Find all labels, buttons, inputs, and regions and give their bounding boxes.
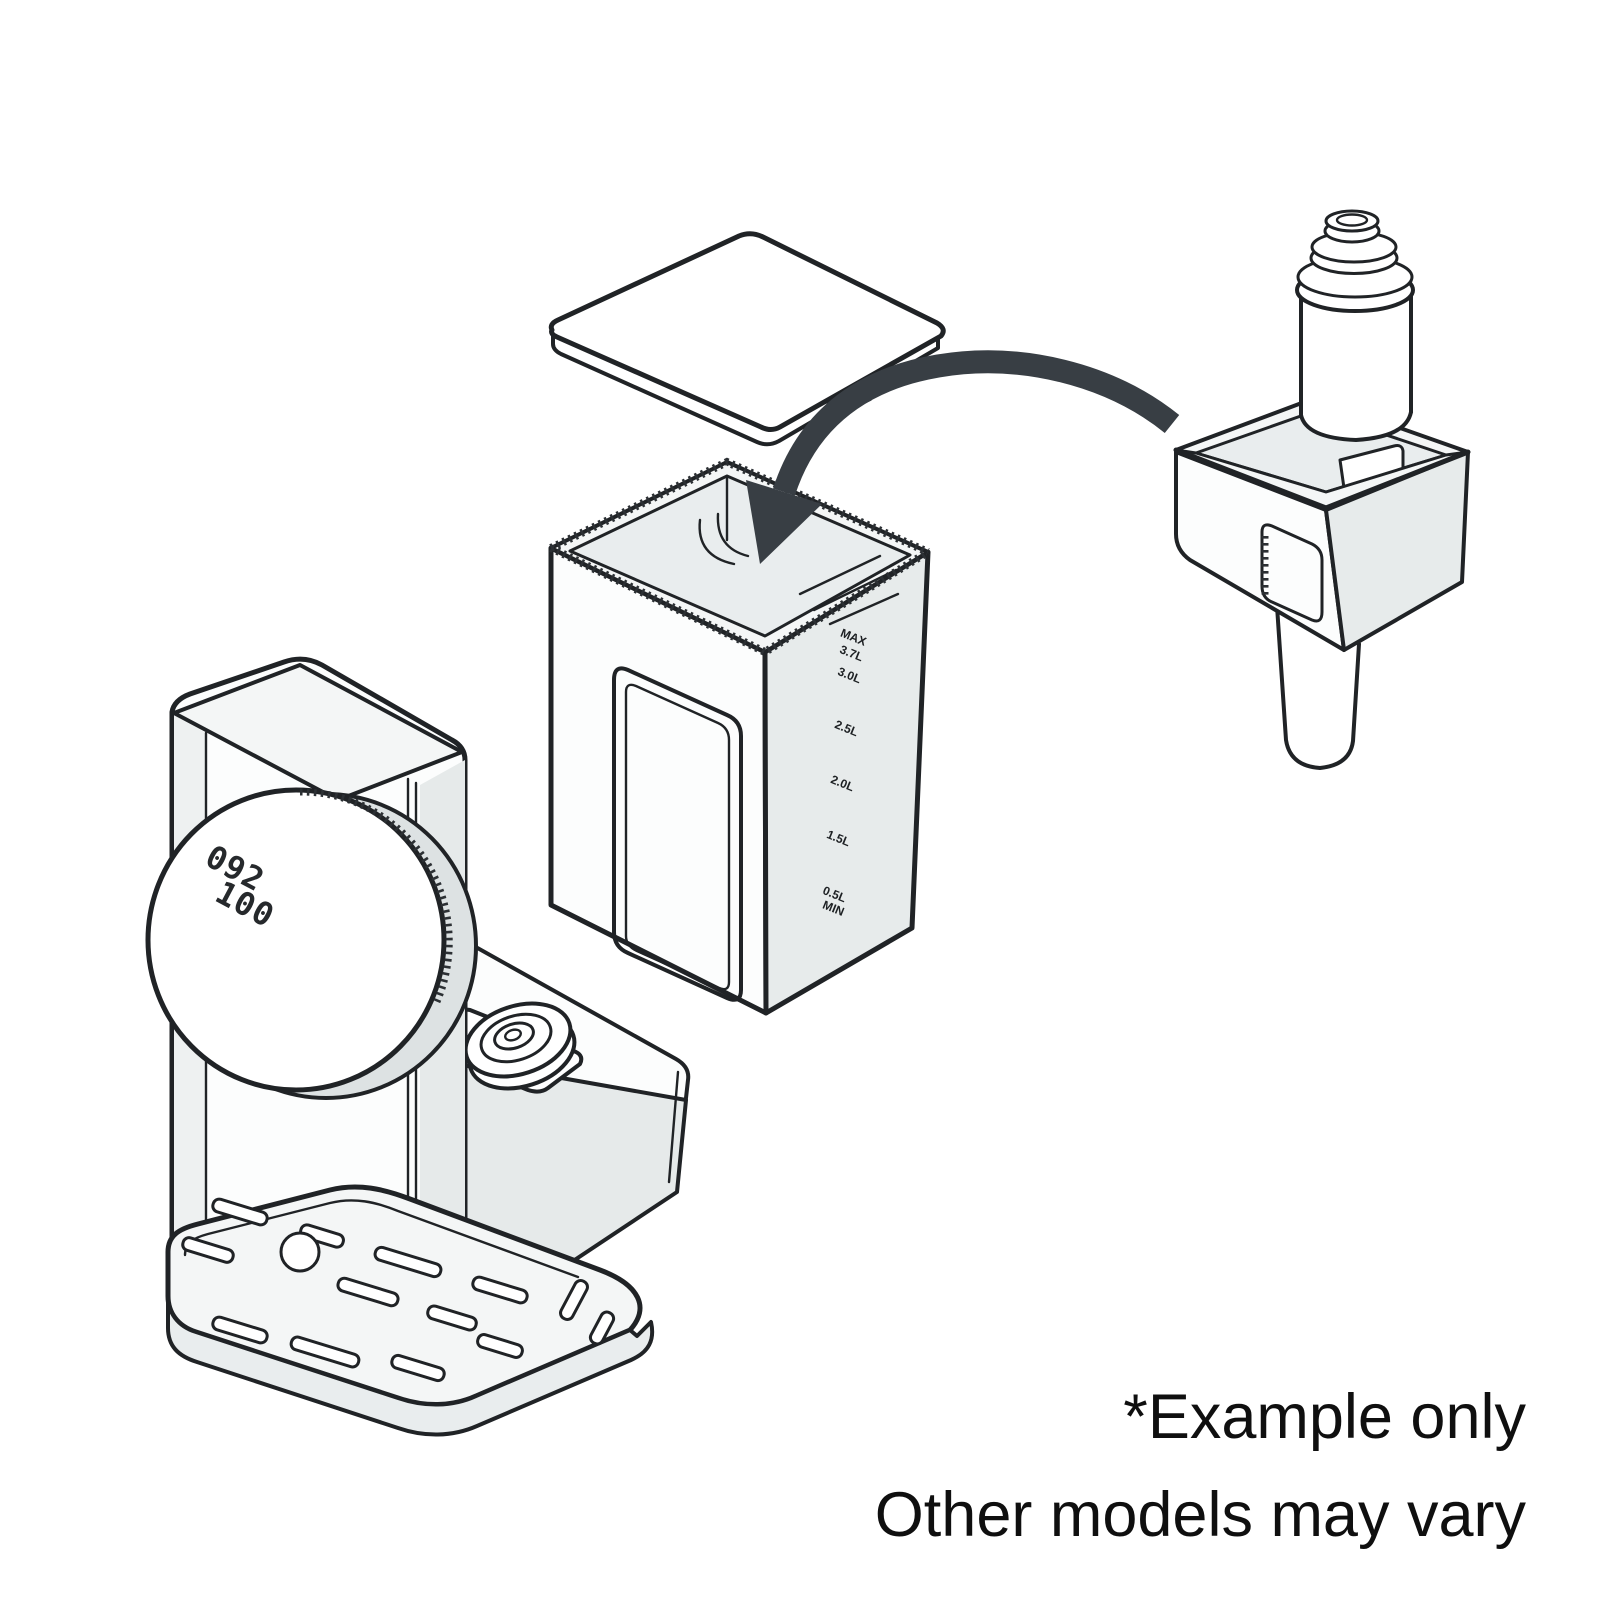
filter-assembly [1173, 209, 1471, 770]
holder-left-face [1174, 450, 1346, 652]
filter-cap [1295, 209, 1415, 313]
tank-lid [548, 231, 946, 447]
water-tank: MAX 3.7L 3.0L 2.5L 2.0L 1.5L 0.5L MIN [548, 457, 931, 1016]
drip-tray [165, 1184, 655, 1437]
caption-line-1: *Example only [1123, 1382, 1526, 1452]
display-dial: 092 100 [145, 787, 478, 1100]
tank-interior [568, 474, 912, 638]
platform-edge-highlight [667, 1070, 680, 1184]
dial-rim-hatch [299, 788, 453, 1006]
lid-top-face [548, 231, 946, 432]
tank-rim-hatch [549, 457, 930, 556]
lid-thickness-edge [551, 334, 940, 447]
drip-tray-holes [181, 1197, 616, 1383]
tower-top-face [172, 663, 464, 802]
caption-line-2: Other models may vary [874, 1480, 1526, 1550]
arrow-shaft [773, 350, 1180, 496]
dial-face [145, 787, 447, 1093]
filter-cartridge [1295, 209, 1415, 442]
filter-holder-window [1260, 523, 1324, 623]
drip-tray-round-hole [279, 1231, 321, 1273]
drip-tray-side [166, 1294, 655, 1437]
insert-direction-arrow [746, 350, 1180, 564]
arrow-head [746, 480, 822, 564]
tank-window [612, 666, 743, 1002]
dispenser-unit: 092 100 [145, 656, 691, 1437]
